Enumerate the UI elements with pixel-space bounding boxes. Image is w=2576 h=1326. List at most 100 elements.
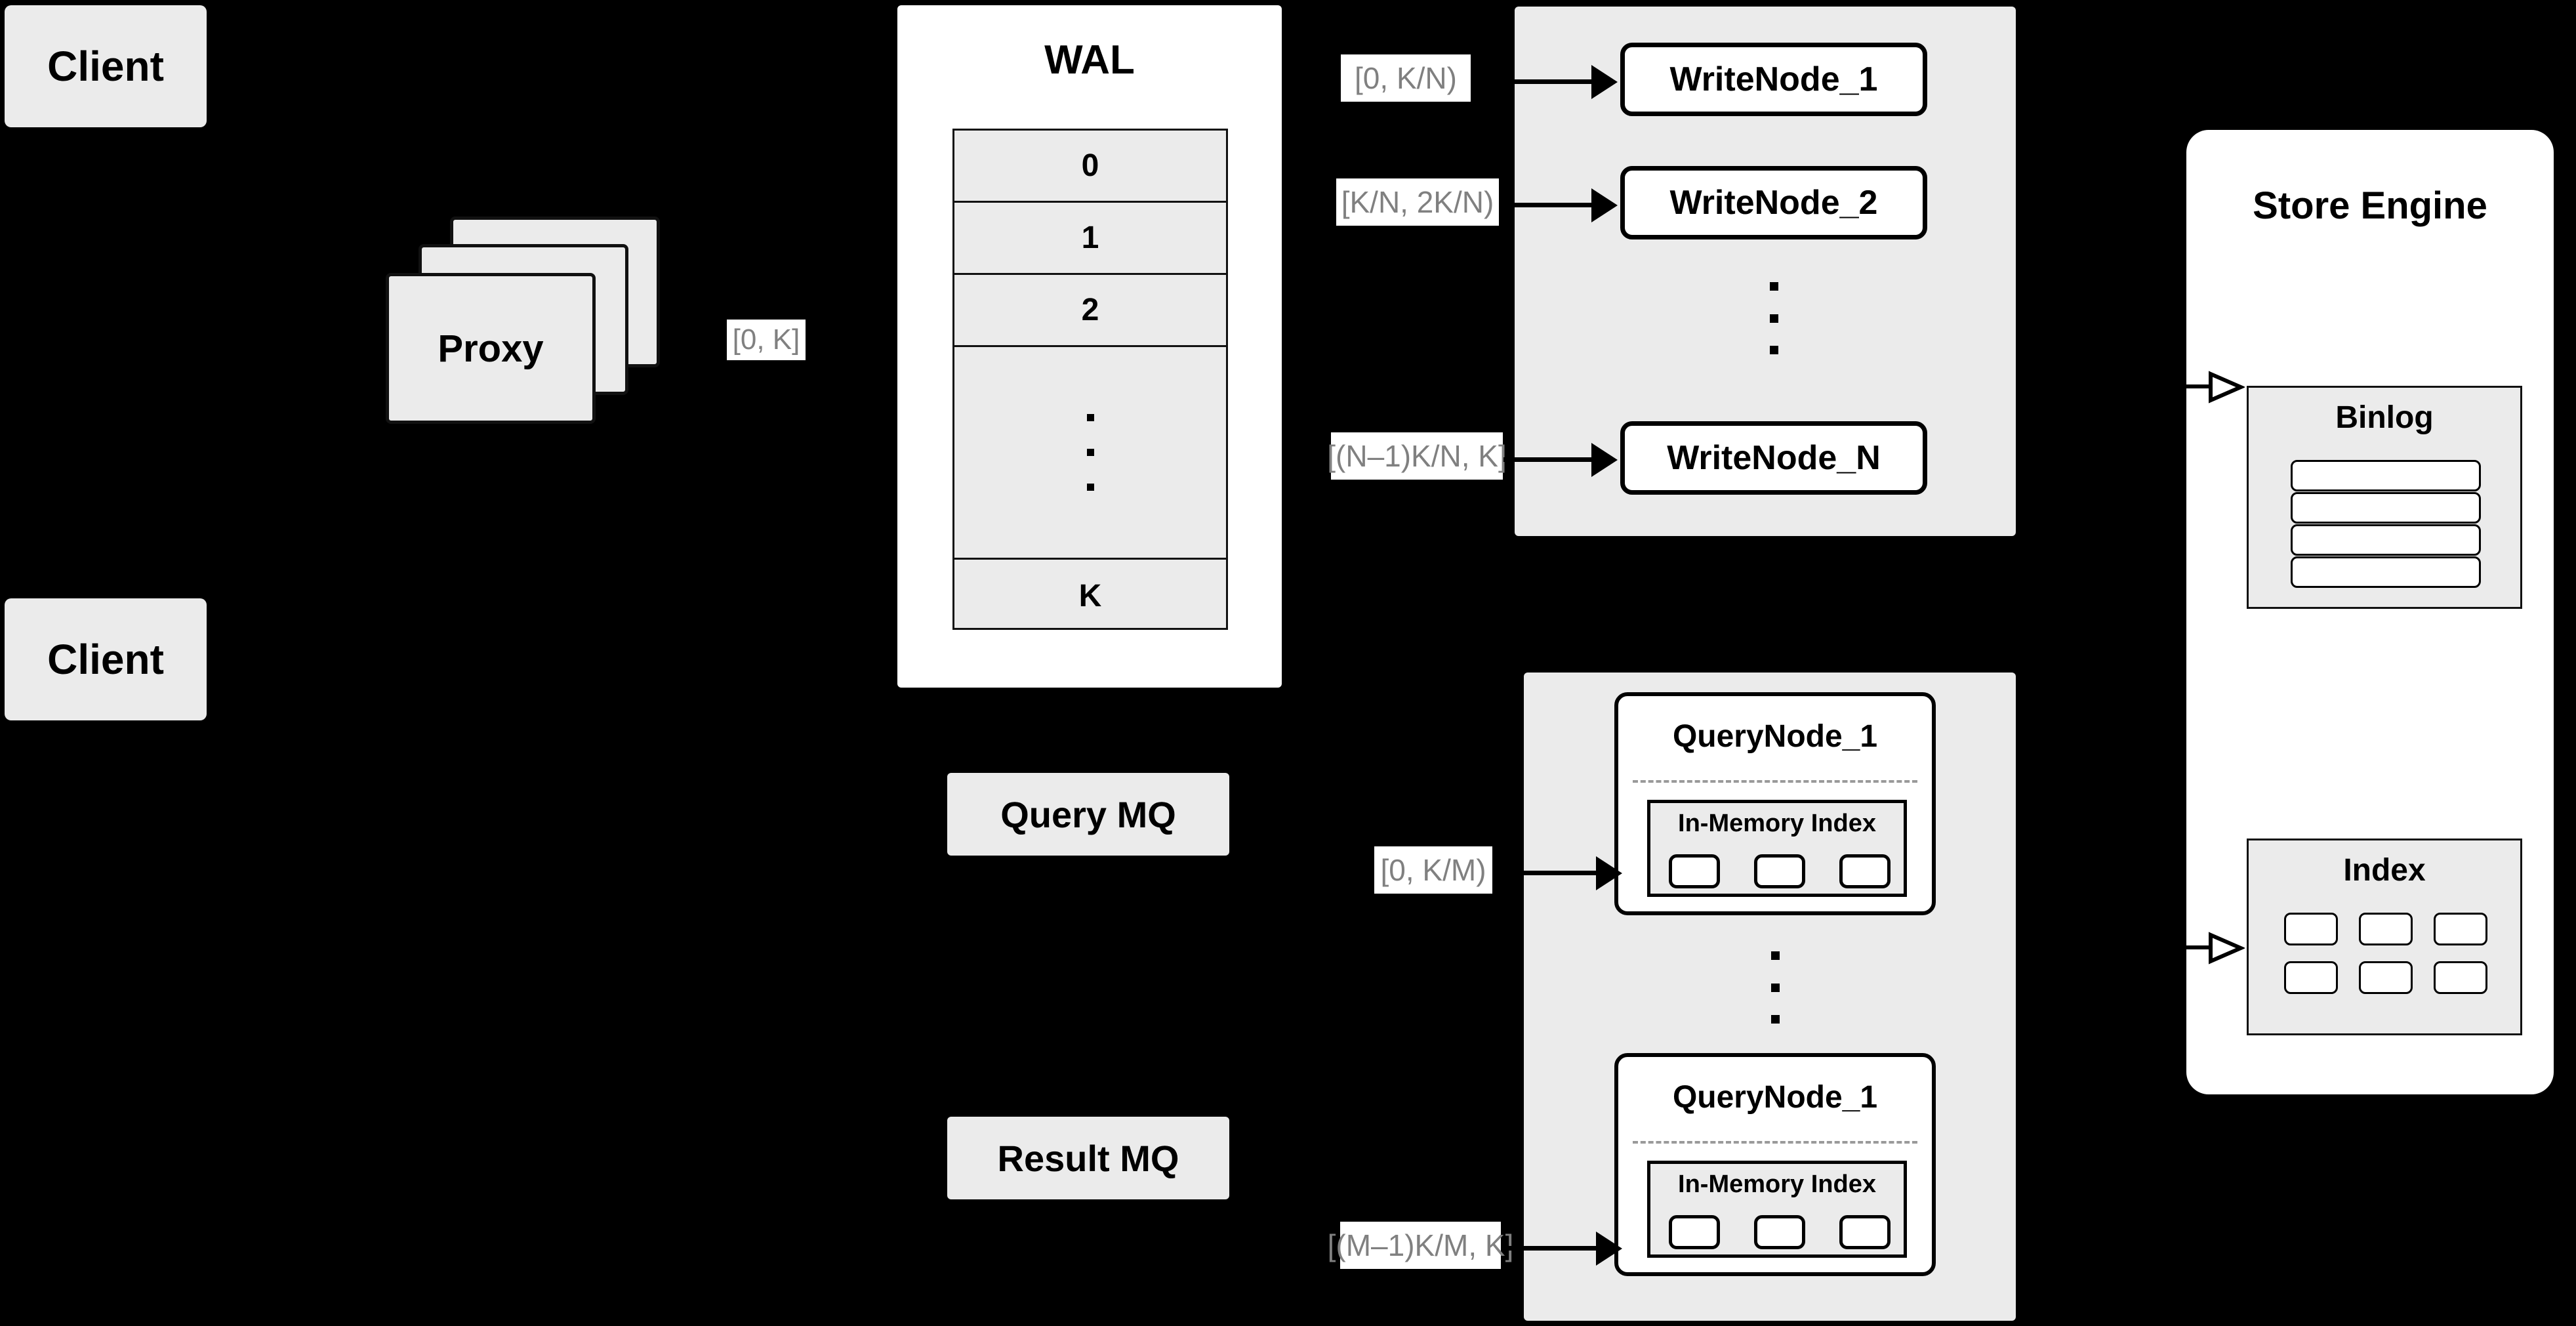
write-ellipsis-dot-3 <box>1770 346 1778 354</box>
query-ellipsis-dot-3 <box>1771 1015 1780 1024</box>
wal-ellipsis-dot-1 <box>1086 414 1094 421</box>
edge-label-proxy-to-wal: [0, K] <box>727 320 806 360</box>
index-box: Index <box>2247 839 2522 1035</box>
index-cell-5[interactable] <box>2359 961 2413 994</box>
query-node-1-index-slot-1[interactable] <box>1669 854 1720 888</box>
wal-panel: WAL 0 1 2 K <box>897 5 1282 688</box>
write-node-1[interactable]: WriteNode_1 <box>1620 43 1927 116</box>
arrow-head-query-node-m <box>1596 1232 1622 1266</box>
wal-row-2-label: 2 <box>1081 293 1099 327</box>
query-cluster-ellipsis <box>1771 951 1780 1024</box>
wal-ellipsis-dot-2 <box>1086 449 1094 456</box>
query-node-1-in-memory-index: In-Memory Index <box>1647 800 1907 897</box>
query-node-m-in-memory-index: In-Memory Index <box>1647 1161 1907 1258</box>
query-node-m-index-slot-3[interactable] <box>1839 1215 1891 1249</box>
write-node-2[interactable]: WriteNode_2 <box>1620 166 1927 239</box>
wal-table: 0 1 2 K <box>952 129 1228 630</box>
query-node-1-divider <box>1633 780 1917 783</box>
write-node-n-label: WriteNode_N <box>1667 439 1881 477</box>
edge-label-write-node-n-text: [(N–1)K/N, K] <box>1327 439 1507 473</box>
wal-ellipsis-dot-3 <box>1086 484 1094 491</box>
result-mq-node[interactable]: Result MQ <box>947 1117 1229 1199</box>
binlog-row-4[interactable] <box>2291 556 2481 588</box>
edge-label-write-node-n: [(N–1)K/N, K] <box>1327 432 1507 480</box>
wal-row-1-label: 1 <box>1081 220 1099 255</box>
edge-label-write-node-2: [K/N, 2K/N) <box>1336 178 1499 226</box>
write-node-n[interactable]: WriteNode_N <box>1620 421 1927 495</box>
edge-label-write-node-1: [0, K/N) <box>1341 54 1471 102</box>
query-node-m-title: QueryNode_1 <box>1672 1080 1878 1115</box>
query-node-1-in-memory-index-title: In-Memory Index <box>1678 810 1876 837</box>
proxy-label: Proxy <box>438 327 544 370</box>
index-cell-1[interactable] <box>2284 913 2338 945</box>
write-node-1-label: WriteNode_1 <box>1669 60 1878 98</box>
proxy-stack[interactable]: Proxy <box>380 217 676 433</box>
query-node-m-divider <box>1633 1141 1917 1144</box>
binlog-row-3[interactable] <box>2291 524 2481 556</box>
wal-row-k-label: K <box>1078 578 1102 613</box>
arrow-line-write-node-1 <box>1480 79 1591 84</box>
client-node-2-label: Client <box>47 636 164 683</box>
store-engine-title: Store Engine <box>2253 184 2487 227</box>
query-ellipsis-dot-2 <box>1771 983 1780 992</box>
arrow-line-query-node-1 <box>1499 871 1596 875</box>
arrow-line-query-node-m <box>1509 1246 1596 1251</box>
store-engine-panel: Store Engine Binlog Index <box>2186 130 2554 1094</box>
query-node-1-index-slot-2[interactable] <box>1754 854 1805 888</box>
query-ellipsis-dot-1 <box>1771 951 1780 960</box>
wal-row-k[interactable]: K <box>954 560 1226 632</box>
arrow-head-open-to-index <box>2209 932 2245 964</box>
client-node-1[interactable]: Client <box>5 5 207 127</box>
edge-label-write-node-1-text: [0, K/N) <box>1355 61 1457 95</box>
edge-label-query-node-m: [(M–1)K/M, K] <box>1328 1222 1513 1269</box>
query-node-m-index-slot-1[interactable] <box>1669 1215 1720 1249</box>
result-mq-label: Result MQ <box>997 1137 1179 1179</box>
edge-label-write-node-2-text: [K/N, 2K/N) <box>1341 185 1494 219</box>
arrow-head-write-node-2 <box>1591 188 1618 222</box>
client-node-1-label: Client <box>47 43 164 90</box>
index-title: Index <box>2343 853 2426 888</box>
client-node-2[interactable]: Client <box>5 598 207 720</box>
arrow-head-open-to-binlog <box>2209 371 2245 404</box>
query-node-m-in-memory-index-title: In-Memory Index <box>1678 1171 1876 1198</box>
arrow-head-write-node-1 <box>1591 65 1618 99</box>
arrow-head-query-node-1 <box>1596 856 1622 890</box>
write-node-2-label: WriteNode_2 <box>1669 184 1878 222</box>
binlog-title: Binlog <box>2335 400 2434 435</box>
query-node-m-index-slot-2[interactable] <box>1754 1215 1805 1249</box>
binlog-box: Binlog <box>2247 386 2522 609</box>
index-cell-2[interactable] <box>2359 913 2413 945</box>
wal-row-1[interactable]: 1 <box>954 203 1226 275</box>
write-ellipsis-dot-1 <box>1770 282 1778 291</box>
write-ellipsis-dot-2 <box>1770 314 1778 323</box>
wal-row-2[interactable]: 2 <box>954 275 1226 347</box>
query-node-1-index-slot-3[interactable] <box>1839 854 1891 888</box>
arrow-line-write-node-n <box>1503 457 1591 462</box>
query-mq-label: Query MQ <box>1000 793 1176 835</box>
edge-label-query-node-1-text: [0, K/M) <box>1380 853 1486 887</box>
arrow-line-to-binlog <box>2184 384 2209 388</box>
index-cell-6[interactable] <box>2434 961 2487 994</box>
query-node-1-title: QueryNode_1 <box>1672 719 1878 754</box>
write-cluster-ellipsis <box>1770 282 1778 354</box>
edge-label-proxy-to-wal-text: [0, K] <box>732 323 800 356</box>
arrow-head-write-node-n <box>1591 443 1618 477</box>
query-node-m[interactable]: QueryNode_1 In-Memory Index <box>1614 1053 1936 1276</box>
wal-row-0-label: 0 <box>1081 148 1099 183</box>
binlog-row-2[interactable] <box>2291 492 2481 524</box>
binlog-row-1[interactable] <box>2291 460 2481 491</box>
arrow-line-to-index <box>2184 945 2209 949</box>
wal-row-0[interactable]: 0 <box>954 131 1226 203</box>
edge-label-query-node-m-text: [(M–1)K/M, K] <box>1327 1228 1514 1262</box>
wal-title: WAL <box>1044 37 1135 83</box>
write-node-cluster: WriteNode_1 WriteNode_2 WriteNode_N <box>1515 7 2016 536</box>
index-cell-4[interactable] <box>2284 961 2338 994</box>
arrow-line-write-node-2 <box>1503 203 1591 207</box>
query-mq-node[interactable]: Query MQ <box>947 773 1229 856</box>
edge-label-query-node-1: [0, K/M) <box>1374 846 1492 894</box>
query-node-1[interactable]: QueryNode_1 In-Memory Index <box>1614 692 1936 915</box>
index-cell-3[interactable] <box>2434 913 2487 945</box>
wal-row-ellipsis <box>954 347 1226 560</box>
proxy-card-front[interactable]: Proxy <box>386 273 596 424</box>
